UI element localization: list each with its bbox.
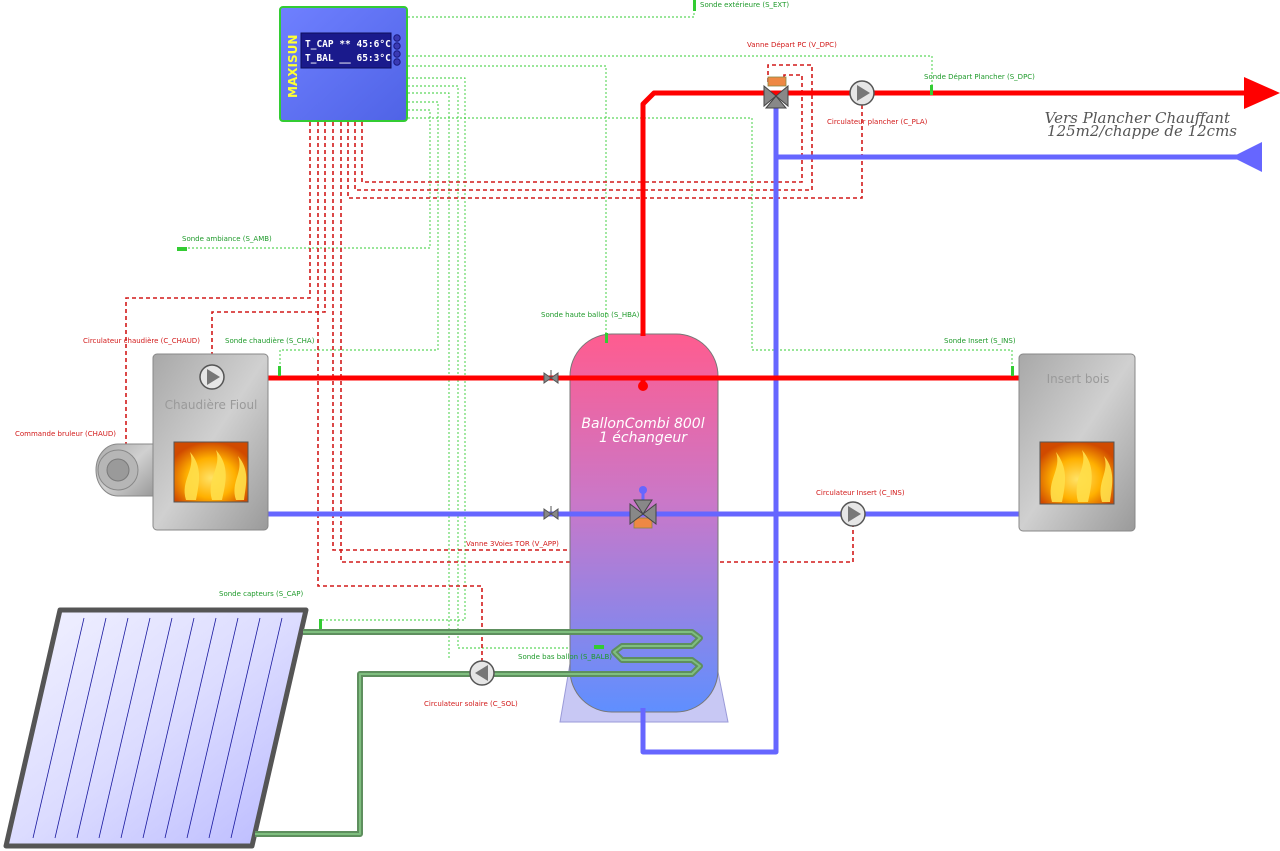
label-s-amb: Sonde ambiance (S_AMB) bbox=[182, 235, 272, 243]
label-c-chaud: Circulateur chaudière (C_CHAUD) bbox=[83, 337, 200, 345]
label-c-ins: Circulateur Insert (C_INS) bbox=[816, 489, 905, 497]
label-s-ext: Sonde extérieure (S_EXT) bbox=[700, 1, 789, 9]
sensor-wires bbox=[183, 6, 1013, 660]
controller-line1: T_CAP ** 45:6°C bbox=[305, 39, 391, 50]
label-c-pla: Circulateur plancher (C_PLA) bbox=[827, 118, 928, 126]
destination-line1: Vers Plancher Chauffant bbox=[1045, 109, 1231, 127]
label-v-dpc: Vanne Départ PC (V_DPC) bbox=[747, 41, 837, 49]
pump-boiler-icon bbox=[199, 364, 225, 390]
oil-boiler bbox=[95, 353, 269, 531]
destination-line2: 125m2/chappe de 12cms bbox=[1047, 122, 1237, 140]
tank-subtitle: 1 échangeur bbox=[599, 430, 688, 446]
insert-label: Insert bois bbox=[1047, 372, 1110, 386]
supply-arrow bbox=[1244, 77, 1280, 109]
pump-floor-icon bbox=[849, 80, 875, 106]
label-s-hba: Sonde haute ballon (S_HBA) bbox=[541, 311, 640, 319]
return-arrow bbox=[1232, 142, 1262, 172]
wood-insert bbox=[1018, 353, 1136, 532]
label-s-ins: Sonde Insert (S_INS) bbox=[944, 337, 1016, 345]
controller bbox=[279, 6, 408, 122]
pump-solar-icon bbox=[469, 660, 495, 686]
label-s-cha: Sonde chaudière (S_CHA) bbox=[225, 337, 315, 345]
label-c-sol: Circulateur solaire (C_SOL) bbox=[424, 700, 518, 708]
tank-top-outlet bbox=[638, 381, 648, 391]
solar-panel bbox=[3, 607, 309, 849]
tank-title: BallonCombi 800l bbox=[581, 416, 704, 432]
label-v-app: Vanne 3Voies TOR (V_APP) bbox=[466, 540, 559, 548]
valve-floor-departure-icon bbox=[763, 76, 789, 109]
boiler-label: Chaudière Fioul bbox=[165, 398, 258, 412]
controller-line2: T_BAL __ 65:3°C bbox=[305, 53, 391, 64]
check-valve-hot-icon bbox=[543, 370, 559, 384]
label-s-bal: Sonde bas ballon (S_BALB) bbox=[518, 653, 612, 661]
label-s-dpc: Sonde Départ Plancher (S_DPC) bbox=[924, 73, 1035, 81]
check-valve-cold-icon bbox=[543, 506, 559, 520]
label-s-cap: Sonde capteurs (S_CAP) bbox=[219, 590, 304, 598]
sensor-markers bbox=[177, 0, 1014, 649]
valve-3way-icon bbox=[629, 499, 657, 529]
controller-brand: MAXISUN bbox=[286, 35, 300, 98]
label-chaud: Commande bruleur (CHAUD) bbox=[15, 430, 116, 438]
pump-insert-icon bbox=[840, 501, 866, 527]
